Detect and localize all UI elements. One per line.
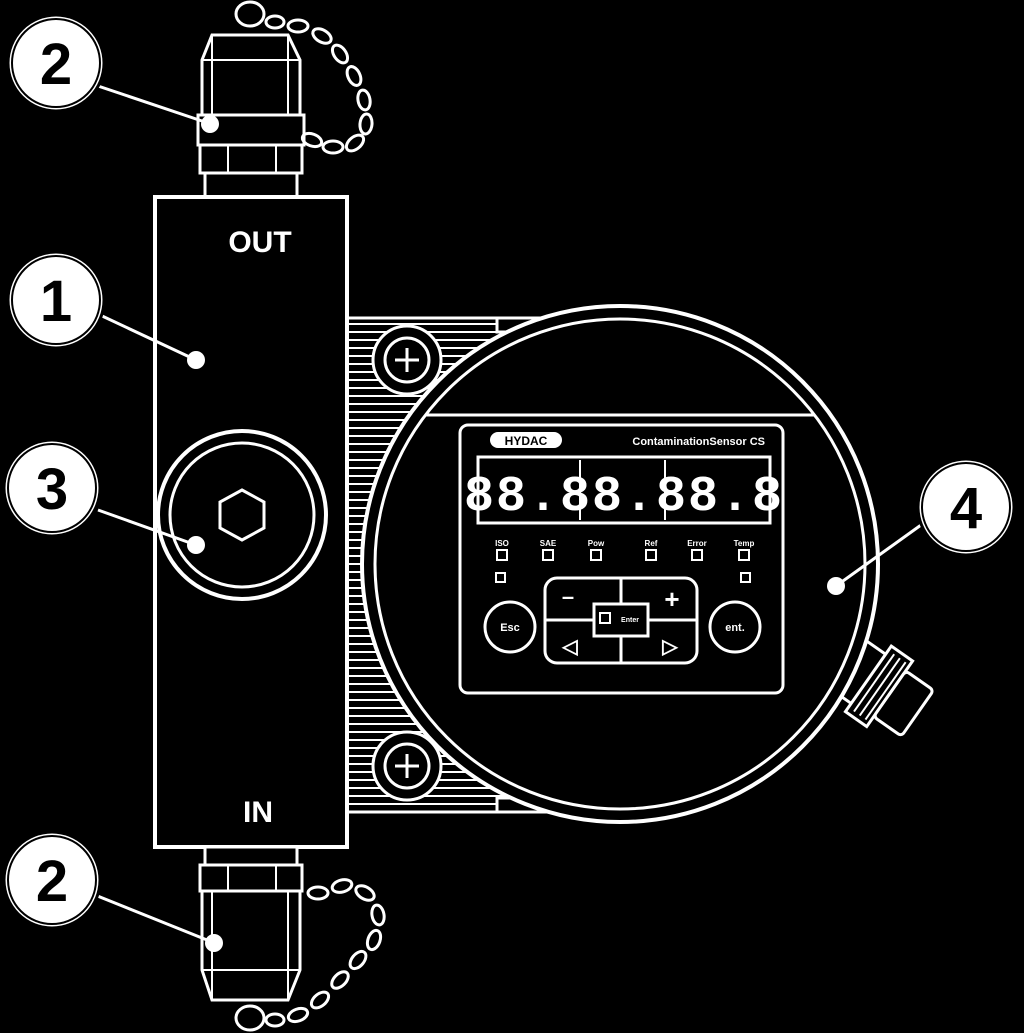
port-label-out: OUT (228, 226, 291, 259)
led-iso (496, 549, 508, 561)
display-panel: HYDAC ContaminationSensor CS 88.88.88.8 … (458, 423, 785, 695)
mounting-screw-top (371, 324, 443, 396)
led-label-sae: SAE (540, 539, 557, 548)
callout-2-bottom: 2 (2, 830, 102, 930)
left-button-label: ◁ (561, 636, 578, 658)
led-ref (645, 549, 657, 561)
enter-button-label: ent. (725, 622, 745, 634)
led-label-iso: ISO (495, 539, 509, 548)
callout-2-top: 2 (6, 13, 106, 113)
right-button-label: ▷ (661, 636, 679, 658)
leader-dots (187, 115, 845, 952)
keypad: Esc ent. – + ◁ ▷ Enter (483, 576, 762, 665)
plus-button-label: + (664, 584, 679, 614)
enter-button[interactable] (708, 600, 762, 654)
callout-2-top-text: 2 (40, 32, 72, 97)
led-label-ref: Ref (645, 539, 658, 548)
led-label-pow: Pow (588, 539, 605, 548)
led-pow (590, 549, 602, 561)
led-temp (738, 549, 750, 561)
callout-1-text: 1 (40, 269, 72, 334)
led-error (691, 549, 703, 561)
hex-plug (156, 429, 328, 601)
mounting-screw-bottom (371, 730, 443, 802)
callout-4: 4 (916, 457, 1016, 557)
top-fitting (196, 0, 374, 200)
callout-3: 3 (2, 438, 102, 538)
led-label-error: Error (687, 539, 707, 548)
display-digits: 88.88.88.8 (464, 469, 784, 526)
minus-button-label: – (562, 584, 574, 609)
leader-lines (94, 83, 929, 944)
model-name: ContaminationSensor CS (632, 436, 765, 448)
esc-button-label: Esc (500, 622, 520, 634)
callout-4-text: 4 (950, 476, 982, 541)
callout-3-text: 3 (36, 457, 68, 522)
port-label-in: IN (243, 796, 273, 829)
led-row: ISO SAE Pow Ref Error Temp (495, 539, 755, 583)
led-sae (542, 549, 554, 561)
brand-logo: HYDAC (505, 434, 548, 448)
led-label-temp: Temp (734, 539, 755, 548)
top-chain (264, 14, 374, 155)
callout-1: 1 (6, 250, 106, 350)
filter-block: OUT IN (153, 195, 349, 849)
bottom-fitting (198, 845, 386, 1032)
center-button[interactable] (592, 602, 650, 638)
callout-2-bottom-text: 2 (36, 849, 68, 914)
center-button-label: Enter (621, 617, 639, 624)
esc-button[interactable] (483, 600, 537, 654)
bottom-chain (264, 878, 386, 1028)
